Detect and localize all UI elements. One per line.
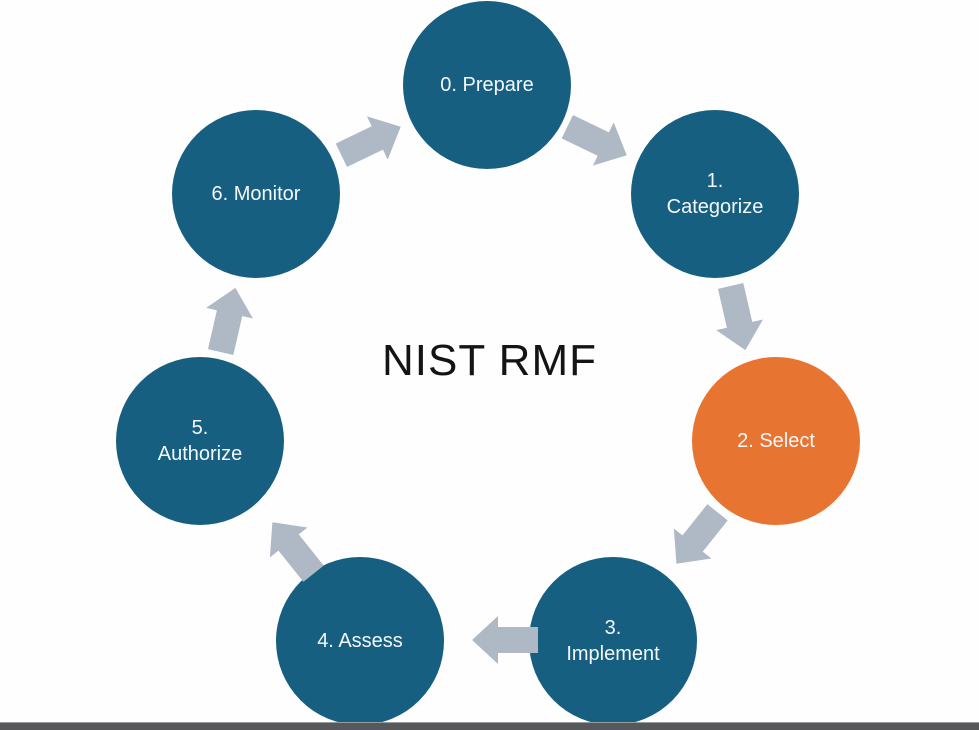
arrow-implement-to-assess-icon [472,616,538,664]
node-2-select: 2. Select [692,357,860,525]
node-label: 0. Prepare [440,74,534,96]
diagram-title: NIST RMF [382,336,597,385]
arrow-authorize-to-monitor-icon [197,282,259,357]
arrow-select-to-implement-icon [658,497,737,579]
node-1-categorize: 1. Categorize [631,110,799,278]
arrow-categorize-to-select-icon [707,280,769,355]
arrow-assess-to-authorize-icon [254,507,333,589]
bottom-edge-bar [0,722,979,730]
node-label: 6. Monitor [211,183,301,205]
node-label: 1. Categorize [666,170,764,218]
arrow-monitor-to-prepare-icon [331,105,411,177]
node-0-prepare: 0. Prepare [403,1,571,169]
node-label: 3. Implement [566,617,660,665]
node-label: 2. Select [737,430,815,452]
node-6-monitor: 6. Monitor [172,110,340,278]
node-4-assess: 4. Assess [276,557,444,725]
arrow-prepare-to-categorize-icon [557,105,637,177]
node-3-implement: 3. Implement [529,557,697,725]
node-label: 5. Authorize [157,417,243,465]
node-5-authorize: 5. Authorize [116,357,284,525]
node-label: 4. Assess [317,630,403,652]
